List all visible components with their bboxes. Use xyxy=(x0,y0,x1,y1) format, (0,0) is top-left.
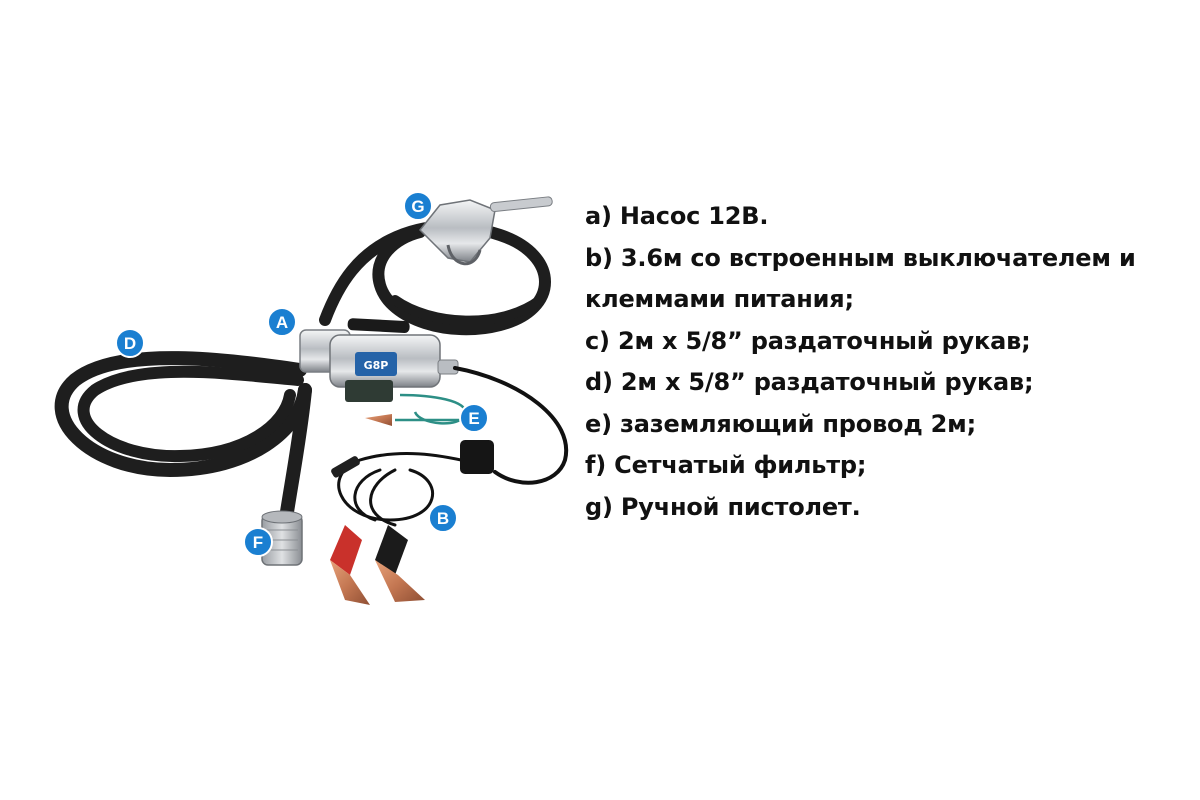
callout-g: G xyxy=(403,191,433,221)
legend-item-d: d) 2м х 5/8” раздаточный рукав; xyxy=(585,368,1034,396)
legend-item-b-cont: клеммами питания; xyxy=(585,285,854,313)
legend-item-e: e) заземляющий провод 2м; xyxy=(585,409,977,438)
legend-item-g: g) Ручной пистолет. xyxy=(585,492,861,521)
suction-hose-d xyxy=(54,351,312,532)
svg-text:B: B xyxy=(437,509,449,528)
legend-item-b: b) 3.6м со встроенным выключателем и xyxy=(585,243,1136,272)
pump-body-a: G8P xyxy=(299,318,459,402)
callout-d: D xyxy=(115,328,145,358)
svg-text:G: G xyxy=(411,197,424,216)
inline-switch xyxy=(460,440,494,474)
callout-e: E xyxy=(459,403,489,433)
pump-model-label: G8P xyxy=(364,359,389,372)
callout-a: A xyxy=(267,307,297,337)
svg-text:E: E xyxy=(468,409,479,428)
legend-item-c: c) 2м х 5/8” раздаточный рукав; xyxy=(585,326,1031,355)
callout-f: F xyxy=(243,527,273,557)
battery-clamp-black xyxy=(375,525,425,602)
battery-clamp-red xyxy=(330,525,370,605)
callout-b: B xyxy=(428,503,458,533)
delivery-hose xyxy=(319,220,551,336)
fuse-holder xyxy=(331,456,360,478)
svg-text:A: A xyxy=(276,313,288,332)
component-legend: a) Насос 12В. b) 3.6м со встроенным выкл… xyxy=(585,196,1185,528)
svg-text:D: D xyxy=(124,334,136,353)
manual-nozzle-g xyxy=(418,196,553,266)
legend-item-a: a) Насос 12В. xyxy=(585,202,769,230)
strainer-filter-f xyxy=(261,510,303,566)
svg-text:F: F xyxy=(253,533,263,552)
power-cable-b xyxy=(337,366,569,527)
legend-item-f: f) Сетчатый фильтр; xyxy=(585,451,867,479)
